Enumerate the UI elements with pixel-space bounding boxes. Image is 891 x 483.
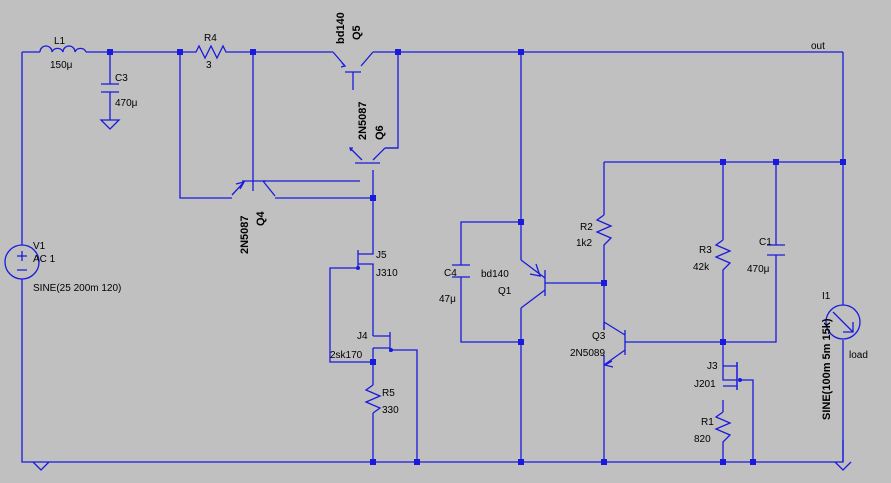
i1-role: load xyxy=(849,350,868,361)
r4-resistor[interactable] xyxy=(180,44,228,60)
l1-name: L1 xyxy=(54,36,66,47)
q6-value: 2N5087 xyxy=(357,101,369,140)
labels: L1 150μ C3 470μ R4 3 bd140 Q5 2N5087 Q6 … xyxy=(33,12,868,445)
r4-value: 3 xyxy=(206,60,212,71)
q5-transistor[interactable] xyxy=(332,51,374,90)
r5-resistor[interactable] xyxy=(364,384,382,414)
c3-name: C3 xyxy=(115,73,128,84)
junction-dots xyxy=(107,49,846,465)
q6-name: Q6 xyxy=(374,125,386,140)
q1-value: bd140 xyxy=(481,269,509,280)
q5-value: bd140 xyxy=(335,12,347,44)
r1-resistor[interactable] xyxy=(714,411,732,447)
r1-name: R1 xyxy=(701,417,714,428)
r2-name: R2 xyxy=(580,222,593,233)
q3-value: 2N5089 xyxy=(570,348,605,359)
q3-name: Q3 xyxy=(592,331,606,342)
q1-transistor[interactable] xyxy=(520,259,546,309)
r4-name: R4 xyxy=(204,33,217,44)
i1-value: SINE(100m 5m 15k) xyxy=(821,318,833,420)
j3-jfet[interactable] xyxy=(723,362,742,390)
out-net-label: out xyxy=(811,41,825,52)
r1-value: 820 xyxy=(694,434,711,445)
r3-name: R3 xyxy=(699,245,712,256)
c3-capacitor[interactable] xyxy=(101,83,119,93)
c1-name: C1 xyxy=(759,237,772,248)
q5-name: Q5 xyxy=(351,25,363,40)
j3-value: J201 xyxy=(694,379,716,390)
q4-transistor[interactable] xyxy=(231,180,276,197)
r2-value: 1k2 xyxy=(576,238,593,249)
i1-name: I1 xyxy=(822,291,831,302)
j5-value: J310 xyxy=(376,268,398,279)
c4-name: C4 xyxy=(444,268,457,279)
c1-capacitor[interactable] xyxy=(767,244,785,256)
i1-current-source[interactable] xyxy=(825,304,861,340)
q4-value: 2N5087 xyxy=(239,215,251,254)
q6-transistor[interactable] xyxy=(349,147,398,164)
v1-name: V1 xyxy=(33,241,46,252)
q3-transistor[interactable] xyxy=(603,321,626,368)
v1-source[interactable] xyxy=(4,244,40,280)
q1-name: Q1 xyxy=(498,286,512,297)
j5-jfet[interactable] xyxy=(356,250,374,270)
l1-inductor[interactable] xyxy=(39,45,87,53)
q4-name: Q4 xyxy=(255,210,267,226)
l1-value: 150μ xyxy=(50,60,73,71)
r2-resistor[interactable] xyxy=(595,214,613,250)
j4-jfet[interactable] xyxy=(372,330,393,352)
c1-value: 470μ xyxy=(747,264,770,275)
c4-capacitor[interactable] xyxy=(452,264,470,278)
r3-value: 42k xyxy=(693,262,710,273)
c4-value: 47μ xyxy=(439,294,456,305)
ground-icon xyxy=(32,119,852,471)
r5-value: 330 xyxy=(382,405,399,416)
v1-ac: AC 1 xyxy=(33,254,56,265)
j5-name: J5 xyxy=(376,250,387,261)
r3-resistor[interactable] xyxy=(714,239,732,275)
r5-name: R5 xyxy=(382,388,395,399)
c3-value: 470μ xyxy=(115,98,138,109)
wires xyxy=(21,51,844,463)
j3-name: J3 xyxy=(707,361,718,372)
j4-name: J4 xyxy=(357,331,368,342)
v1-value: SINE(25 200m 120) xyxy=(33,283,121,294)
j4-value: 2sk170 xyxy=(330,350,363,361)
